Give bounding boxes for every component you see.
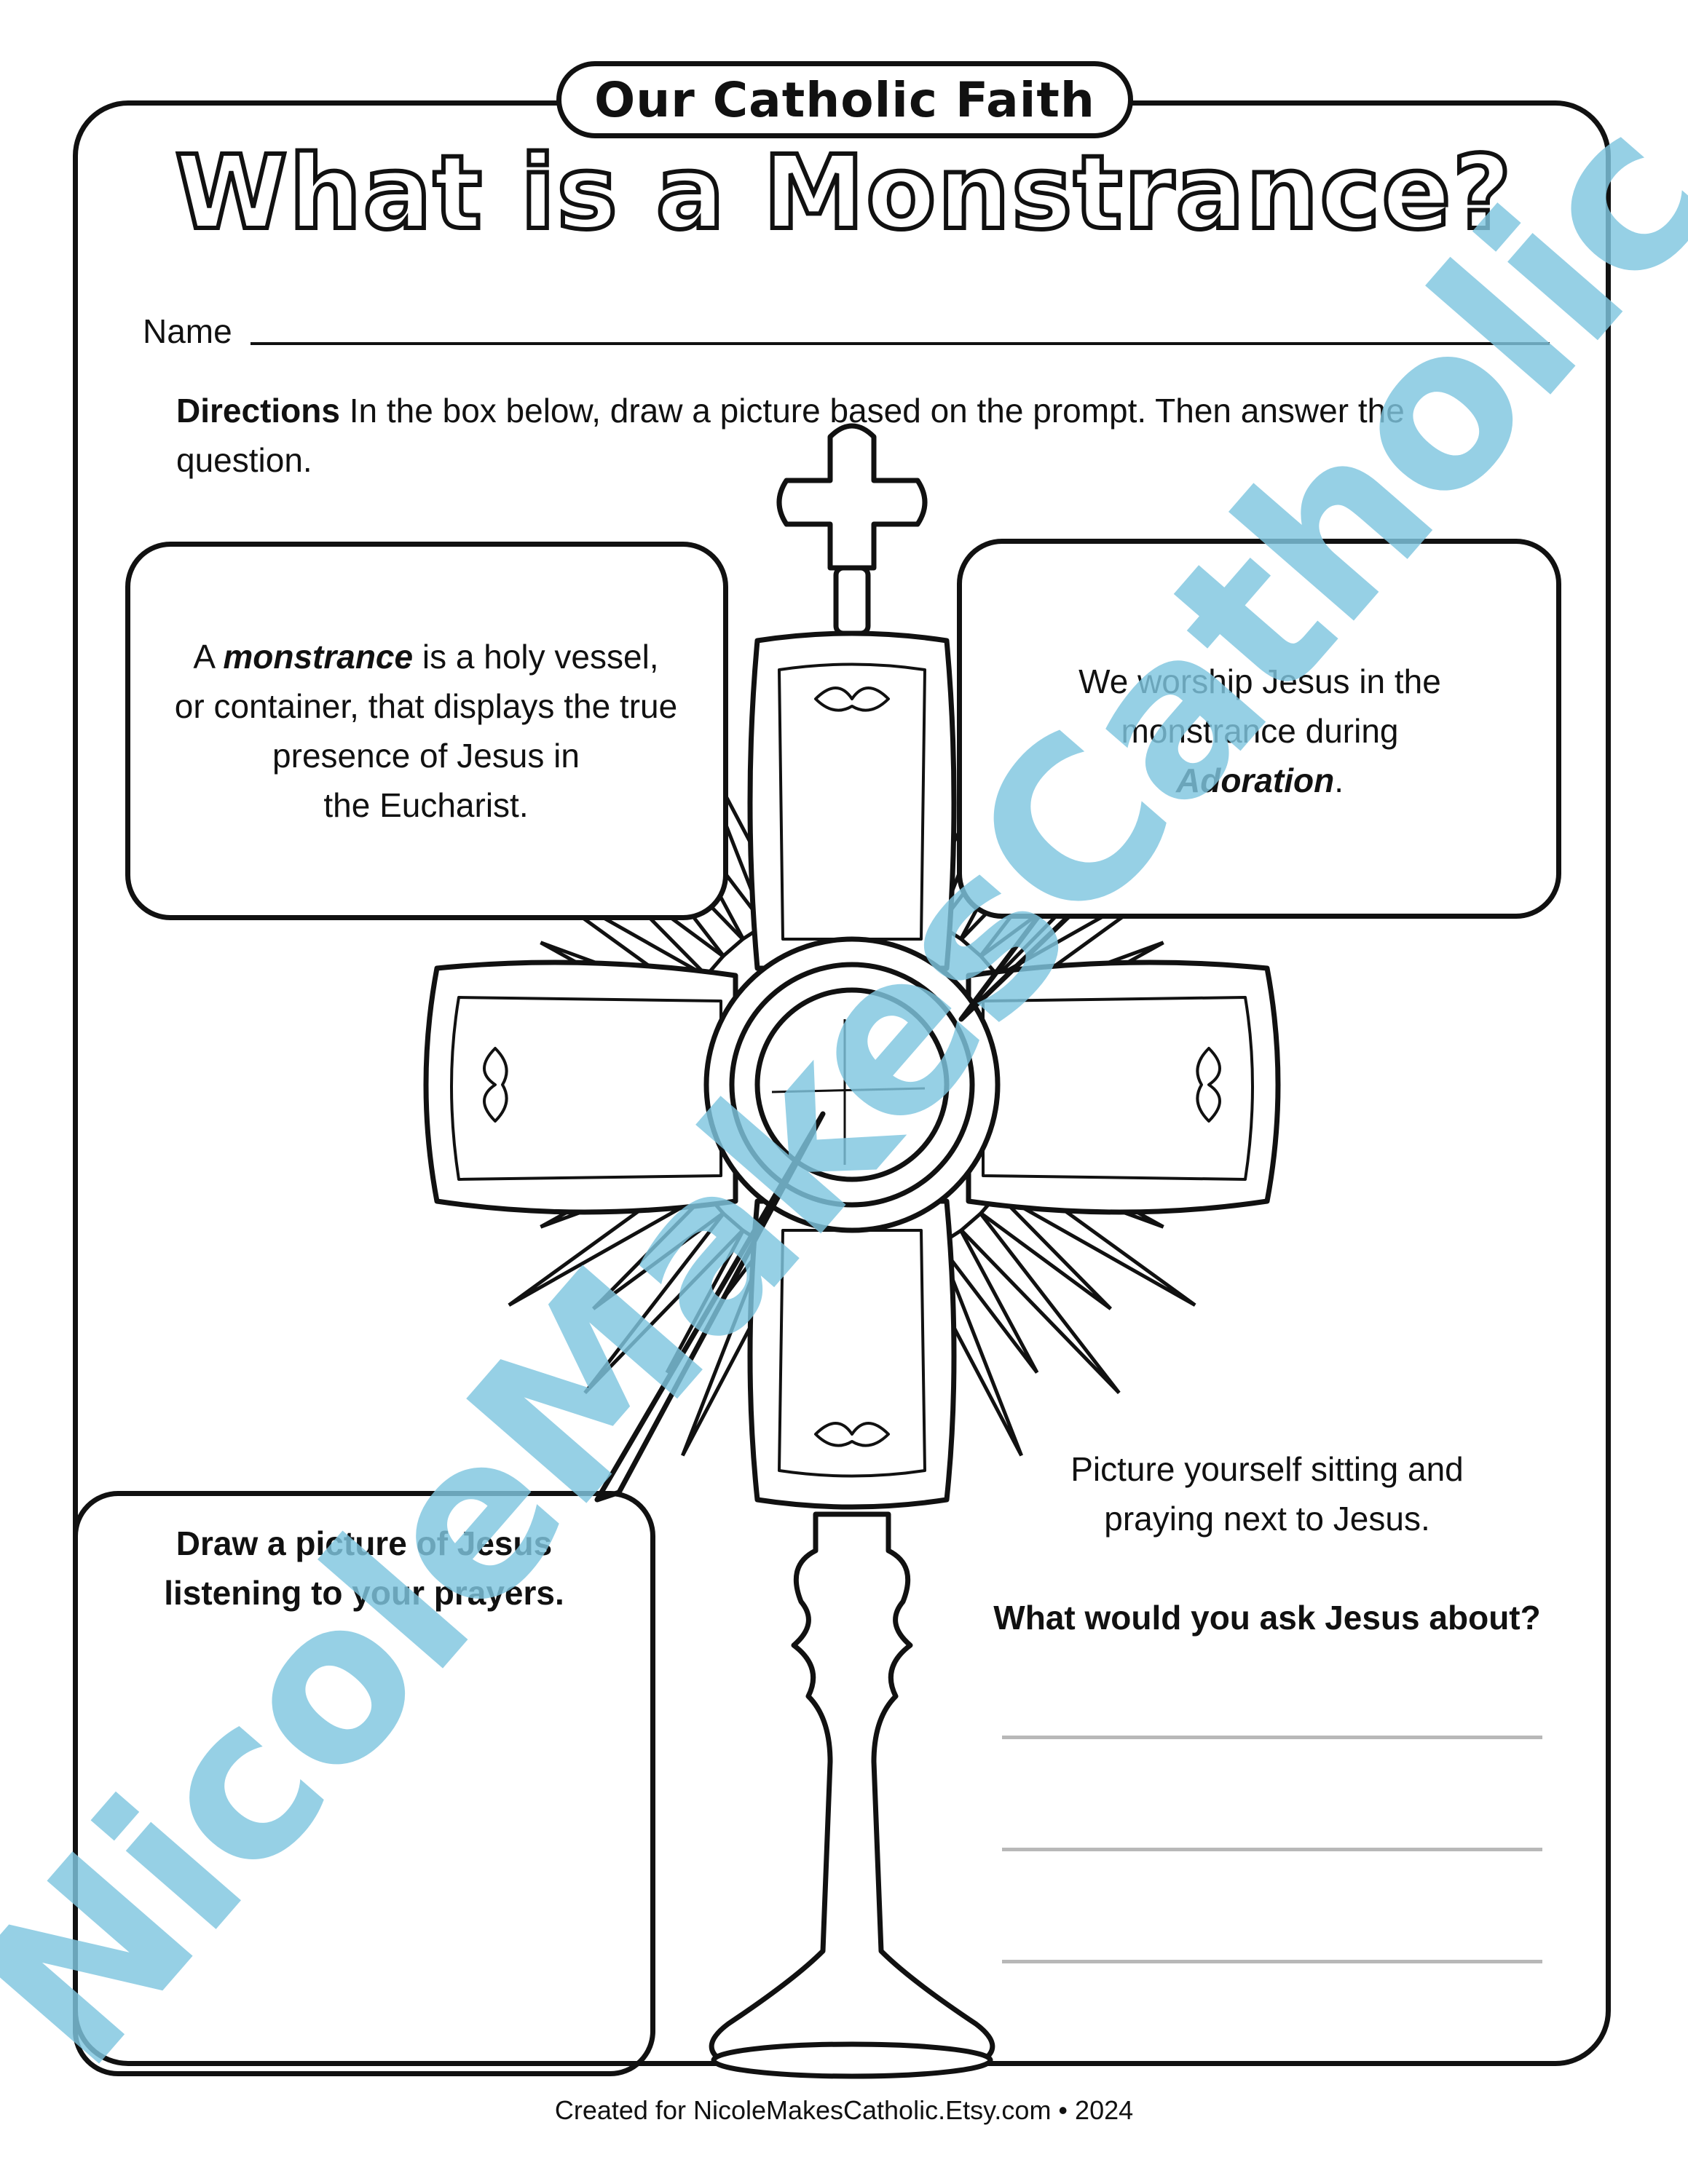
definition-text: A monstrance is a holy vessel, or contai… [138, 632, 714, 830]
def-term: monstrance [223, 638, 414, 676]
def-line2: or container, that displays the true [174, 687, 678, 725]
footer-credit: Created for NicoleMakesCatholic.Etsy.com… [554, 2095, 1134, 2125]
bottom-arm [747, 1198, 957, 1510]
directions-text: In the box below, draw a picture based o… [176, 392, 1405, 479]
answer-line[interactable] [1002, 1960, 1542, 1963]
monstrance-stand [709, 1511, 995, 2063]
directions: Directions In the box below, draw a pict… [176, 386, 1545, 485]
left-arm [423, 960, 738, 1215]
reflection-question: What would you ask Jesus about? [993, 1599, 1541, 1637]
ray [583, 1211, 746, 1394]
header-badge: Our Catholic Faith [556, 61, 1133, 138]
directions-label: Directions [176, 392, 340, 430]
drawing-prompt: Draw a picture of Jesus listening to you… [109, 1519, 619, 1618]
ado-line2: monstrance during [1121, 712, 1399, 750]
def-line4: the Eucharist. [323, 786, 529, 824]
top-arm [747, 630, 957, 971]
adoration-box [957, 539, 1561, 919]
draw-line2: listening to your prayers. [164, 1574, 564, 1612]
definition-box [125, 542, 728, 920]
host-icon [754, 987, 950, 1182]
header-badge-text: Our Catholic Faith [594, 71, 1095, 128]
adoration-text: We worship Jesus in the monstrance durin… [976, 657, 1544, 805]
draw-line1: Draw a picture of Jesus [175, 1524, 553, 1562]
answer-line[interactable] [1002, 1736, 1542, 1739]
def-line3: presence of Jesus in [272, 737, 580, 775]
right-arm [966, 960, 1281, 1215]
pointer-draw [594, 1111, 826, 1503]
name-field[interactable] [251, 342, 1550, 345]
reflection-prompt: Picture yourself sitting and praying nex… [1005, 1444, 1529, 1543]
reflect-line2: praying next to Jesus. [1104, 1500, 1430, 1538]
answer-line[interactable] [1002, 1848, 1542, 1851]
reflect-line1: Picture yourself sitting and [1070, 1450, 1464, 1488]
ado-term: Adoration [1176, 761, 1335, 799]
page-title: What is a Monstrance? [173, 134, 1513, 253]
name-label: Name [143, 312, 232, 350]
ado-suffix: . [1334, 761, 1344, 799]
ado-line1: We worship Jesus in the [1078, 662, 1441, 700]
top-cross-icon [776, 423, 928, 571]
def-prefix: A [193, 638, 224, 676]
drawing-box[interactable] [73, 1491, 655, 2076]
def-line1-rest: is a holy vessel, [413, 638, 659, 676]
ray [958, 1211, 1121, 1394]
